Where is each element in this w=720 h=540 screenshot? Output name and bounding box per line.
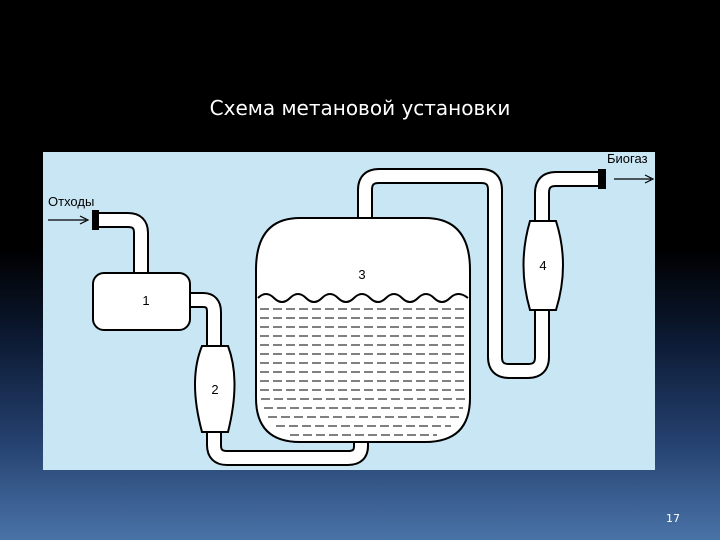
digester-3 — [255, 217, 471, 443]
slide-title: Схема метановой установки — [209, 96, 511, 120]
tank-2 — [194, 345, 236, 433]
gas-holder-4 — [522, 220, 564, 311]
pipe-3-to-4 — [357, 168, 550, 379]
pipe-2-to-3 — [206, 420, 369, 466]
input-label: Отходы — [48, 194, 94, 209]
input-arrow — [48, 215, 90, 225]
gas-holder-4-label: 4 — [539, 258, 546, 273]
liquid-level-lines — [260, 308, 467, 436]
digester-3-label: 3 — [358, 267, 365, 282]
output-label: Биогаз — [607, 151, 648, 166]
page-number: 17 — [666, 512, 680, 525]
input-pipe — [92, 210, 149, 280]
output-arrow — [614, 174, 655, 184]
pipe-1-to-2 — [180, 292, 222, 352]
tank-1 — [92, 272, 191, 331]
tank-2-label: 2 — [211, 382, 218, 397]
output-pipe — [534, 169, 606, 225]
tank-1-label: 1 — [142, 293, 149, 308]
